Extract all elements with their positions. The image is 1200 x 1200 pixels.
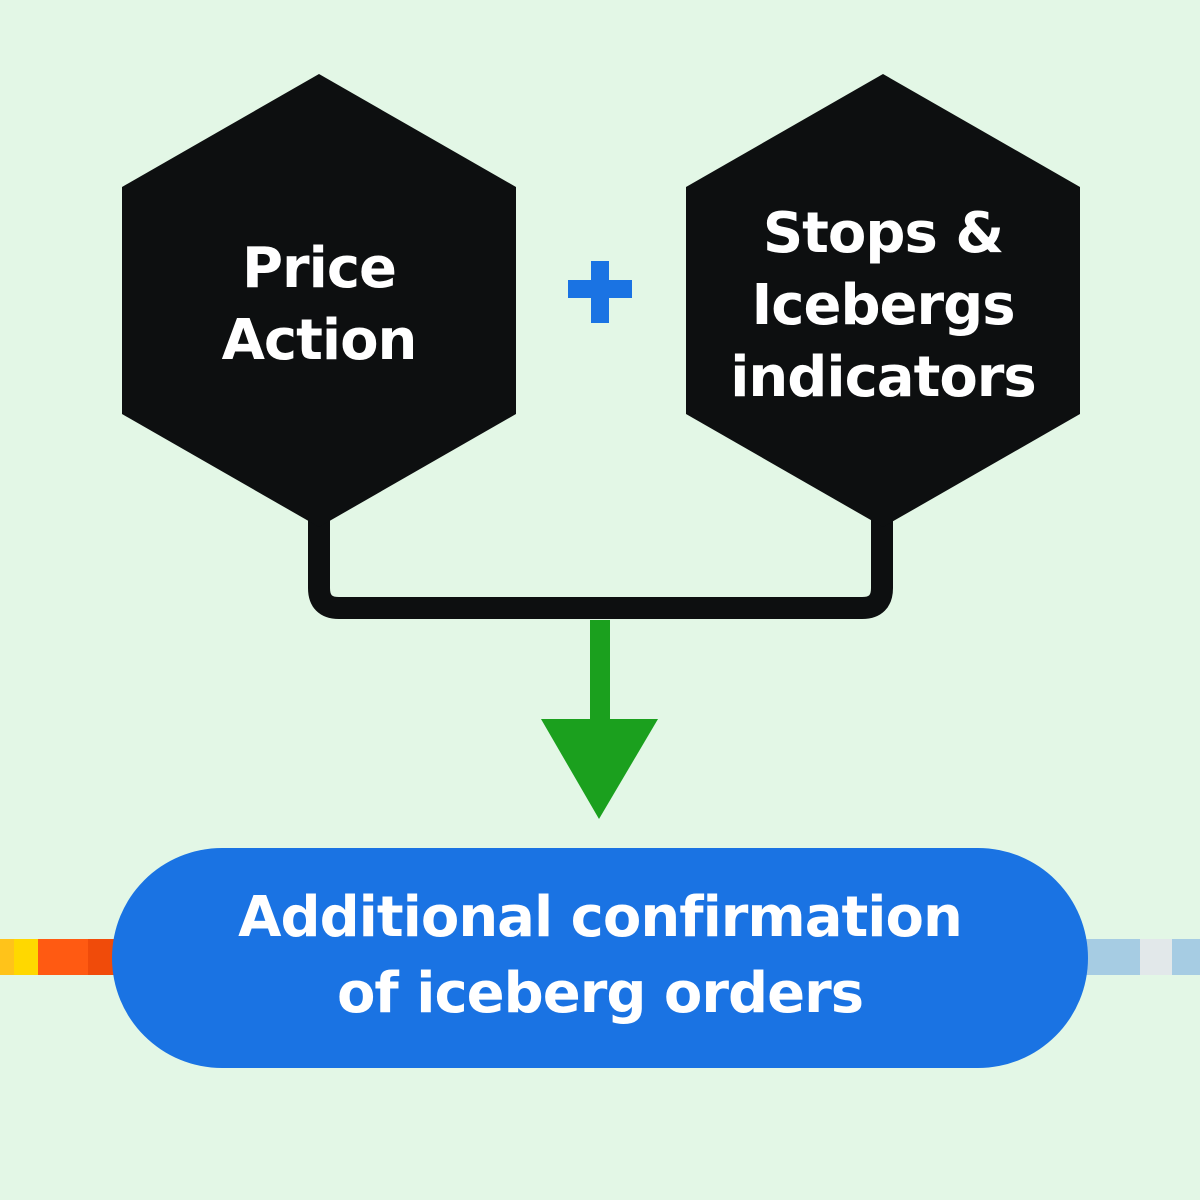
right-edge-stripe [1080,939,1200,975]
result-pill [112,848,1088,1068]
result-label-line: Additional confirmation [238,885,963,950]
hexagon-label-stops-icebergs: Stops & Icebergs indicators [718,198,1048,414]
hexagon-label-line: Price [241,236,397,301]
hexagon-label-line: Icebergs [751,273,1015,338]
result-label-line: of iceberg orders [336,961,864,1026]
left-edge-stripe [0,939,120,975]
hexagon-label-line: Stops & [762,201,1004,266]
hexagon-price-action [122,74,516,527]
arrow-down-icon [541,620,658,819]
hexagon-stops-icebergs [686,74,1080,527]
connector-line [308,500,893,619]
plus-icon [568,261,632,323]
hexagon-label-price-action: Price Action [169,233,469,377]
result-label: Additional confirmation of iceberg order… [170,880,1030,1032]
hexagon-label-line: Action [221,308,418,373]
hexagon-label-line: indicators [730,345,1037,410]
